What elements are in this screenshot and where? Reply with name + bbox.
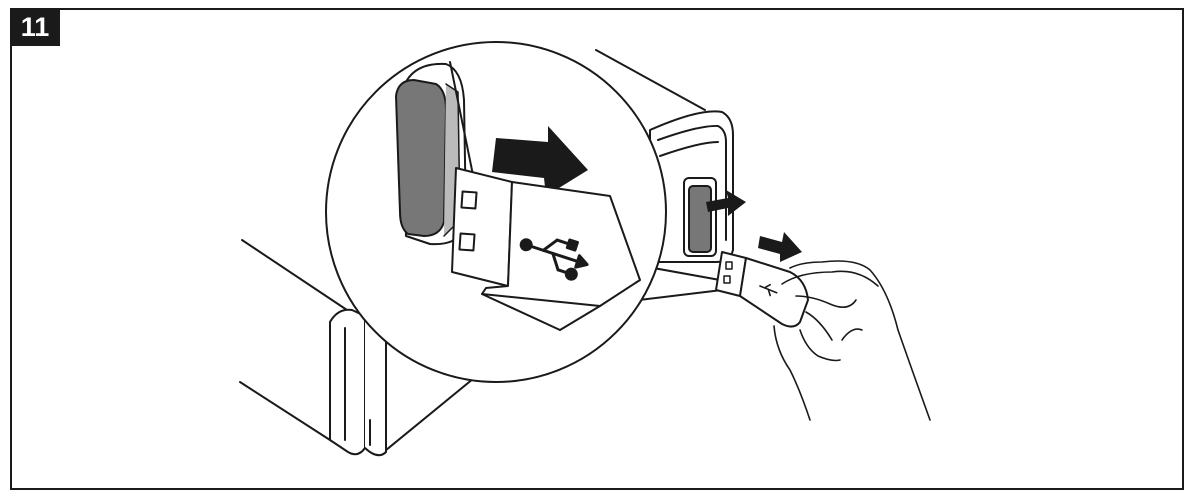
step-number-badge: 11 bbox=[10, 8, 60, 46]
usb-symbol-icon bbox=[519, 238, 589, 281]
usb-flash-drive bbox=[715, 251, 809, 328]
magnified-usb-port bbox=[395, 61, 475, 246]
appliance-end-cap bbox=[329, 308, 387, 457]
arrow-right-icon bbox=[706, 190, 746, 216]
hand-illustration bbox=[773, 260, 931, 421]
arrow-right-icon bbox=[492, 126, 588, 196]
arrow-right-icon bbox=[758, 232, 802, 262]
appliance-port-housing bbox=[649, 110, 734, 263]
magnified-usb-drive bbox=[451, 167, 641, 331]
